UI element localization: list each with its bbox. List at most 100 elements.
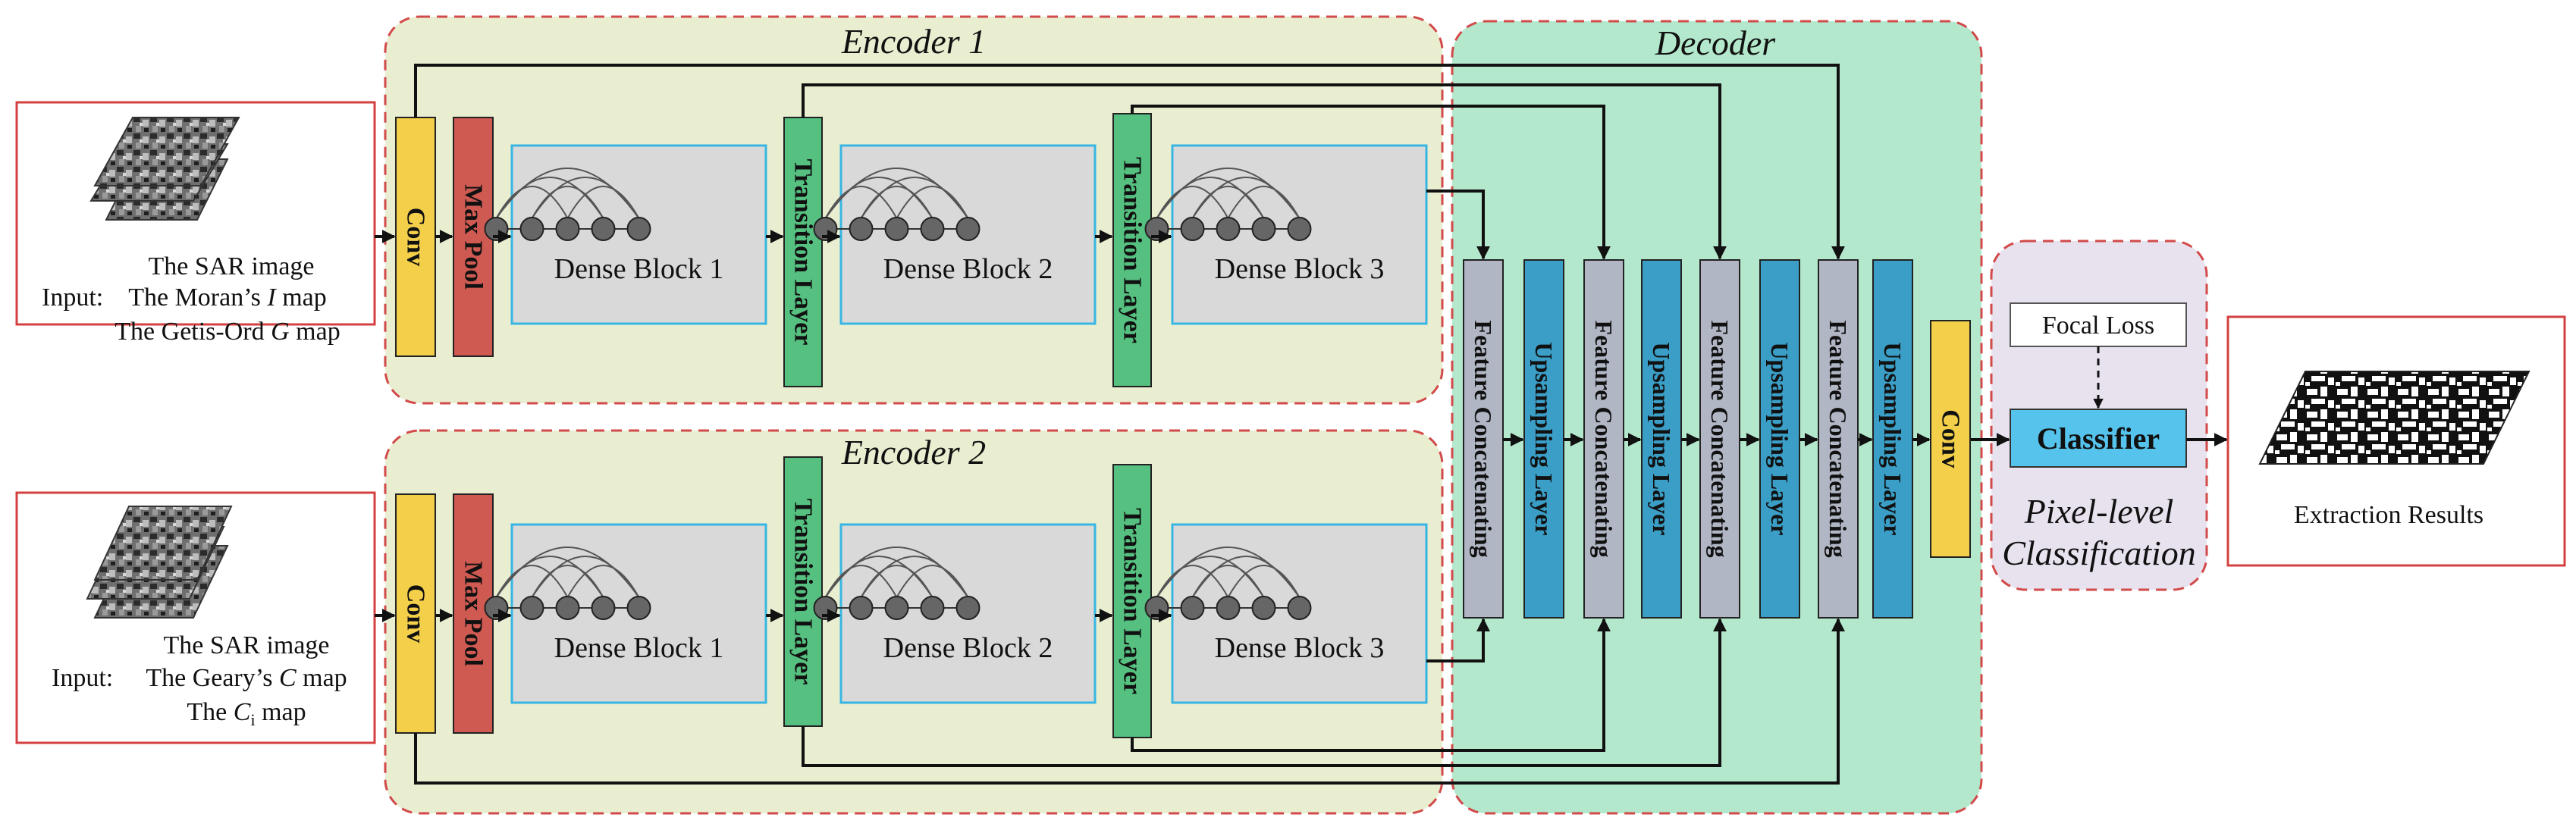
decoder-conv [1930,320,1971,558]
encoder2-dense-block-1-node [626,596,651,620]
encoder2-conv [395,493,436,734]
encoder1-dense-block-1-arc [531,177,640,219]
skip-tr1-enc1 [802,83,1727,260]
classifier-label: Classifier [2037,421,2160,456]
decoder-title: Decoder [1655,23,1776,62]
encoder1-input-prefix: Input: [42,283,103,312]
encoder2-dense-block-2-node [955,596,981,620]
encoder2-dense-block-1-node [591,596,616,620]
encoder2-max-pool-label: Max Pool [460,561,488,666]
upsampling-layer-3-label: Upsampling Layer [1766,342,1793,535]
encoder2-dense-block-2-arc [896,565,969,598]
classification-title-1: Pixel-level [2024,492,2174,531]
encoder1-input-text: The SAR image Input: The Moran’s I map T… [42,252,340,346]
encoder2-input-geary: The Geary’s C map [146,664,347,692]
feature-concatenating-1-label: Feature Concatenating [1470,320,1497,557]
skip-conv-enc2 [414,618,1845,785]
output-label: Extraction Results [2294,501,2483,529]
encoder1-dense-block-2-arc [860,177,969,219]
encoder1-input-sar: The SAR image [148,252,314,280]
encoder2-transition-layer-2 [1112,464,1152,738]
skip-tr1-enc2 [802,618,1727,767]
encoder1-dense-block-1-node [591,217,616,241]
feature-concatenating-4-label: Feature Concatenating [1825,320,1852,557]
encoder2-transition-layer-2-label: Transition Layer [1119,508,1147,694]
decoder-blocks: Feature Concatenating Feature Concatenati… [1463,259,1971,619]
encoder2-input-ci: The Ci map [187,698,306,729]
encoder2-dense-block-2-label: Dense Block 2 [883,632,1053,664]
upsampling-layer-4 [1872,259,1913,619]
encoder1-dense-block-3-node [1216,217,1241,241]
encoder2-dense-block-2-node [849,596,874,620]
encoder2-input-prefix: Input: [52,664,113,692]
encoder2-dense-block-1-node [555,596,580,620]
encoder2-input-text: The SAR image Input: The Geary’s C map T… [52,631,347,729]
encoder2-dense-block-1-node [519,596,544,620]
skip-dense3-enc1 [1426,189,1490,260]
encoder1-dense-block-2-node [955,217,981,241]
encoder1-input-getis: The Getis-Ord G map [115,318,340,346]
encoder2-dense-block-3-arc [1191,556,1301,598]
upsampling-layer-2 [1641,259,1682,619]
encoder2-transition-layer-1 [783,456,823,727]
classification-title-2: Classification [2002,534,2196,572]
upsampling-layer-2-label: Upsampling Layer [1648,342,1675,535]
feature-concatenating-3 [1699,259,1740,619]
encoder1-conv-label: Conv [402,208,430,266]
upsampling-layer-4-label: Upsampling Layer [1879,342,1906,535]
encoder1-input-moran: The Moran’s I map [128,283,327,312]
upsampling-layer-1-label: Upsampling Layer [1530,342,1558,535]
encoder1-dense-block-1-node [519,217,544,241]
focal-loss-label: Focal Loss [2042,312,2154,340]
encoder1-title: Encoder 1 [841,22,986,61]
encoder1-dense-block-3-arc [1191,177,1301,219]
encoder1-dense-block-3-node [1287,217,1312,241]
feature-concatenating-2 [1583,259,1624,619]
upsampling-layer-1 [1523,259,1564,619]
encoder2-title: Encoder 2 [841,433,986,471]
encoder1-dense-block-2-label: Dense Block 2 [883,253,1053,285]
feature-concatenating-3-label: Feature Concatenating [1706,320,1734,557]
skip-conv-enc1 [414,64,1845,260]
encoder2-dense-block-1-arc [531,556,640,598]
encoder2-dense-block-1-label: Dense Block 1 [554,632,724,664]
encoder1-transition-layer-2-label: Transition Layer [1119,157,1147,343]
focal-loss-box [2010,302,2187,347]
encoder1-dense-block-1-arc [566,186,640,219]
encoder1-dense-block-1-label: Dense Block 1 [554,253,724,285]
encoder1-dense-block-3-node [1180,217,1205,241]
encoder2-dense-block-1-arc [566,565,640,598]
skip-connections [414,64,1845,785]
encoder1-dense-block-2-arc [896,186,969,219]
encoder2-dense-block-3-node [1287,596,1312,620]
skip-tr2-enc1 [1131,105,1611,260]
encoder2-dense-block-3-node [1216,596,1241,620]
encoder1-dense-block-3-arc [1227,186,1301,219]
encoder1-dense-block-1-node [555,217,580,241]
encoder1-dense-block-2-node [920,217,945,241]
encoder1-transition-layer-1-label: Transition Layer [789,159,817,346]
encoder2-dense-block-3-node [1180,596,1205,620]
upsampling-layer-3 [1759,259,1800,619]
encoder2-conv-label: Conv [402,584,430,643]
encoder2-input-sar: The SAR image [163,631,329,659]
feature-concatenating-1 [1463,259,1504,619]
encoder2-dense-block-2-node [884,596,909,620]
encoder2-dense-block-2-node [920,596,945,620]
encoder1-dense-block-3-node [1251,217,1276,241]
encoder1-dense-block-2-node [849,217,874,241]
encoder1-max-pool [453,117,494,357]
encoder1-dense-block-2-node [884,217,909,241]
skip-tr2-enc2 [1131,618,1611,752]
encoder1-dense-block-3-label: Dense Block 3 [1215,253,1385,285]
encoder2-dense-block-3-arc [1227,565,1301,598]
encoder1-transition-layer-1 [783,117,823,387]
encoder2-transition-layer-1-label: Transition Layer [789,499,817,685]
encoder1-max-pool-label: Max Pool [460,184,488,290]
skip-dense3-enc2 [1426,618,1490,662]
encoder2-dense-block-2-arc [860,556,969,598]
feature-concatenating-2-label: Feature Concatenating [1590,320,1617,557]
